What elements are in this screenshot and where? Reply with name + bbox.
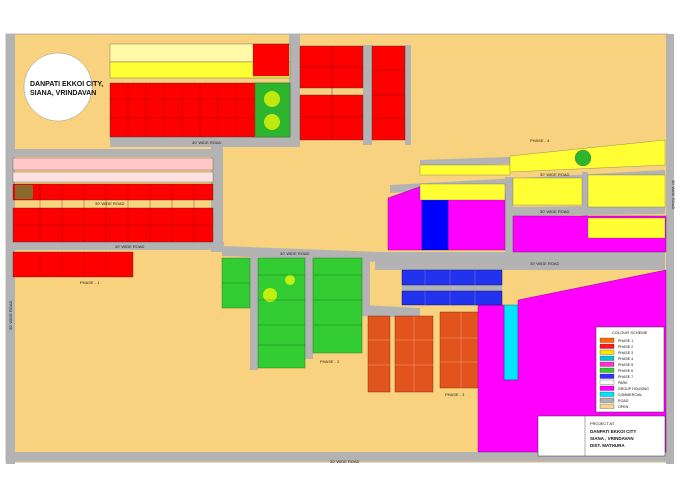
legend-swatch — [599, 361, 615, 367]
phase-label-4: PHASE - 4 — [530, 138, 550, 143]
legend-label: PHASE 3 — [618, 351, 633, 355]
phase-label-1: PHASE - 1 — [80, 280, 100, 285]
legend-label: PHASE 1 — [618, 339, 633, 343]
legend-swatch — [599, 343, 615, 349]
central-red-plot-blocks — [299, 45, 406, 141]
road-label-right-vertical: 30' WIDE ROAD — [671, 180, 676, 210]
road-label-mid: 30' WIDE ROAD — [280, 251, 310, 256]
green-plot-cluster — [221, 257, 363, 369]
road-label-left-vertical: 30' WIDE ROAD — [8, 300, 13, 330]
road-network — [6, 34, 674, 464]
road-label-bottom: 30' WIDE ROAD — [330, 459, 360, 464]
yellow-plot-block-east — [419, 139, 666, 239]
title-block-line-2: DANPATI EKKOI CITY — [590, 429, 636, 434]
legend-label: GROUP HOUSING — [618, 387, 649, 391]
map-title-badge: DANPATI EKKOI CITY, SIANA, VRINDAVAN — [23, 52, 103, 122]
legend-label: PHASE 6 — [618, 369, 633, 373]
legend-label: PHASE 2 — [618, 345, 633, 349]
legend-label: PHASE 4 — [618, 357, 633, 361]
legend-label: ROAD — [618, 399, 629, 403]
legend-swatch — [599, 367, 615, 373]
legend-label: PHASE 5 — [618, 363, 633, 367]
road-labels: 30' WIDE ROAD 30' WIDE ROAD 30' WIDE ROA… — [8, 138, 676, 464]
road-label-left-band: 30' WIDE ROAD — [95, 201, 125, 206]
phase-label-3: PHASE - 3 — [445, 392, 465, 397]
blue-plot-band — [401, 269, 503, 306]
legend-swatch — [599, 397, 615, 403]
legend-swatch — [599, 403, 615, 409]
legend-swatch — [599, 385, 615, 391]
road-label-right-mid: 30' WIDE ROAD — [540, 209, 570, 214]
road-label-left-lower: 30' WIDE ROAD — [115, 244, 145, 249]
blue-plot-strip — [421, 194, 449, 251]
legend-swatch — [599, 379, 615, 385]
road-label-top: 30' WIDE ROAD — [192, 140, 222, 145]
left-plot-band — [12, 157, 214, 278]
magenta-group-housing — [387, 185, 667, 453]
legend-swatch — [599, 373, 615, 379]
legend-swatch — [599, 337, 615, 343]
cyan-commercial-strip — [503, 304, 519, 381]
legend-swatch — [599, 349, 615, 355]
legend-label: COMMERCIAL — [618, 393, 642, 397]
orange-plot-cluster — [367, 307, 505, 393]
map-title-line-1: DANPATI EKKOI CITY, — [30, 81, 103, 88]
title-block-line-3: SIANA , VRINDAVAN — [590, 436, 634, 441]
colour-legend: COLOUR SCHEME PHASE 1 PHASE 2 PHASE 3 PHASE… — [595, 326, 665, 413]
legend-swatch — [599, 355, 615, 361]
title-block-line-1: PROJECT AT — [590, 421, 615, 426]
legend-heading: COLOUR SCHEME — [612, 330, 648, 335]
title-block-line-4: DIST. MATHURA — [590, 443, 625, 448]
road-label-right-top: 30' WIDE ROAD — [540, 172, 570, 177]
legend-label: PARK — [618, 381, 628, 385]
road-label-east: 30' WIDE ROAD — [530, 261, 560, 266]
title-block: PROJECT AT DANPATI EKKOI CITY SIANA , VR… — [537, 415, 666, 457]
legend-swatch — [599, 391, 615, 397]
phase-label-2: PHASE - 2 — [320, 359, 340, 364]
top-red-plot-block — [109, 43, 291, 138]
legend-label: OPEN — [618, 405, 629, 409]
map-title-line-2: SIANA, VRINDAVAN — [30, 90, 96, 97]
legend-label: PHASE 7 — [618, 375, 633, 379]
